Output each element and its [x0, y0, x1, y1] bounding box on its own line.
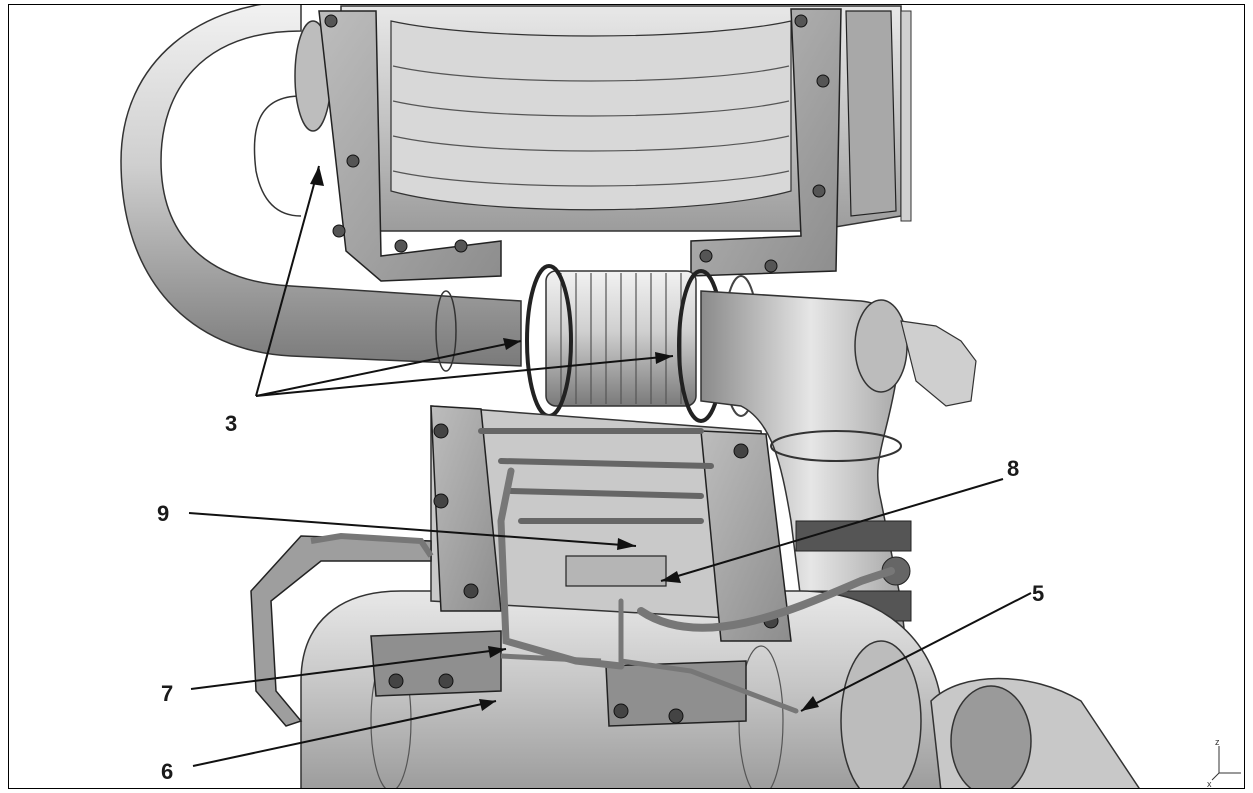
callout-8: 8	[1007, 456, 1019, 481]
axis-z-label: z	[1215, 737, 1220, 747]
callout-6: 6	[161, 759, 173, 784]
diagram-frame: 3 5 6 7 8 9 z x	[8, 4, 1245, 789]
left-mounting-arm	[250, 532, 434, 727]
axis-triad	[1211, 746, 1241, 781]
callout-labels: 3 5 6 7 8 9	[157, 411, 1044, 784]
filter-housing	[318, 5, 912, 282]
flex-bellows	[525, 264, 760, 423]
leader-lines	[188, 165, 1032, 767]
callout-5: 5	[1032, 581, 1044, 606]
upper-u-bend-pipe	[120, 5, 522, 372]
axis-x-label: x	[1207, 779, 1212, 789]
sensor-bracket-assembly	[370, 405, 895, 727]
callout-9: 9	[157, 501, 169, 526]
callout-3: 3	[225, 411, 237, 436]
leader-arrowheads	[310, 166, 819, 711]
callout-7: 7	[161, 681, 173, 706]
exhaust-assembly-drawing: 3 5 6 7 8 9 z x	[120, 5, 1241, 789]
